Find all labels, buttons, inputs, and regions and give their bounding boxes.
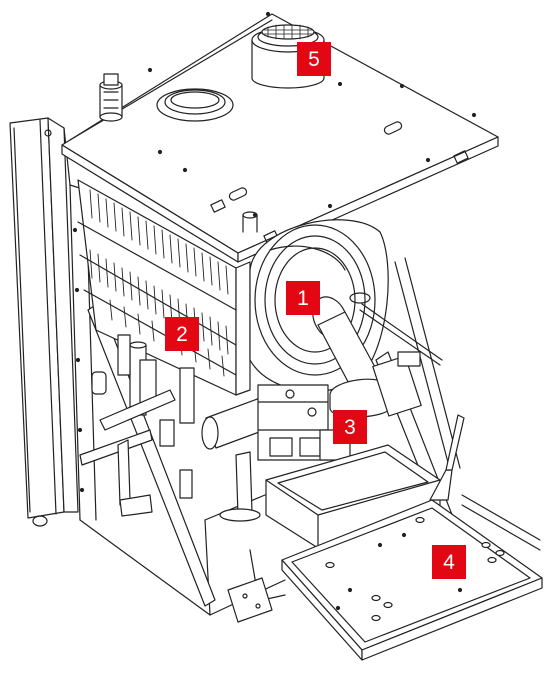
- pipework: [79, 334, 195, 517]
- front-mount-bracket: [227, 577, 273, 623]
- control-panel: [239, 414, 543, 661]
- left-side-panel: [9, 117, 79, 527]
- callout-1: 1: [286, 281, 320, 315]
- callout-5: 5: [297, 42, 331, 76]
- callout-4: 4: [432, 545, 466, 579]
- callout-3: 3: [333, 410, 367, 444]
- air-vent-valve: [99, 73, 123, 122]
- callout-2: 2: [165, 317, 199, 351]
- top-plate: [61, 11, 499, 263]
